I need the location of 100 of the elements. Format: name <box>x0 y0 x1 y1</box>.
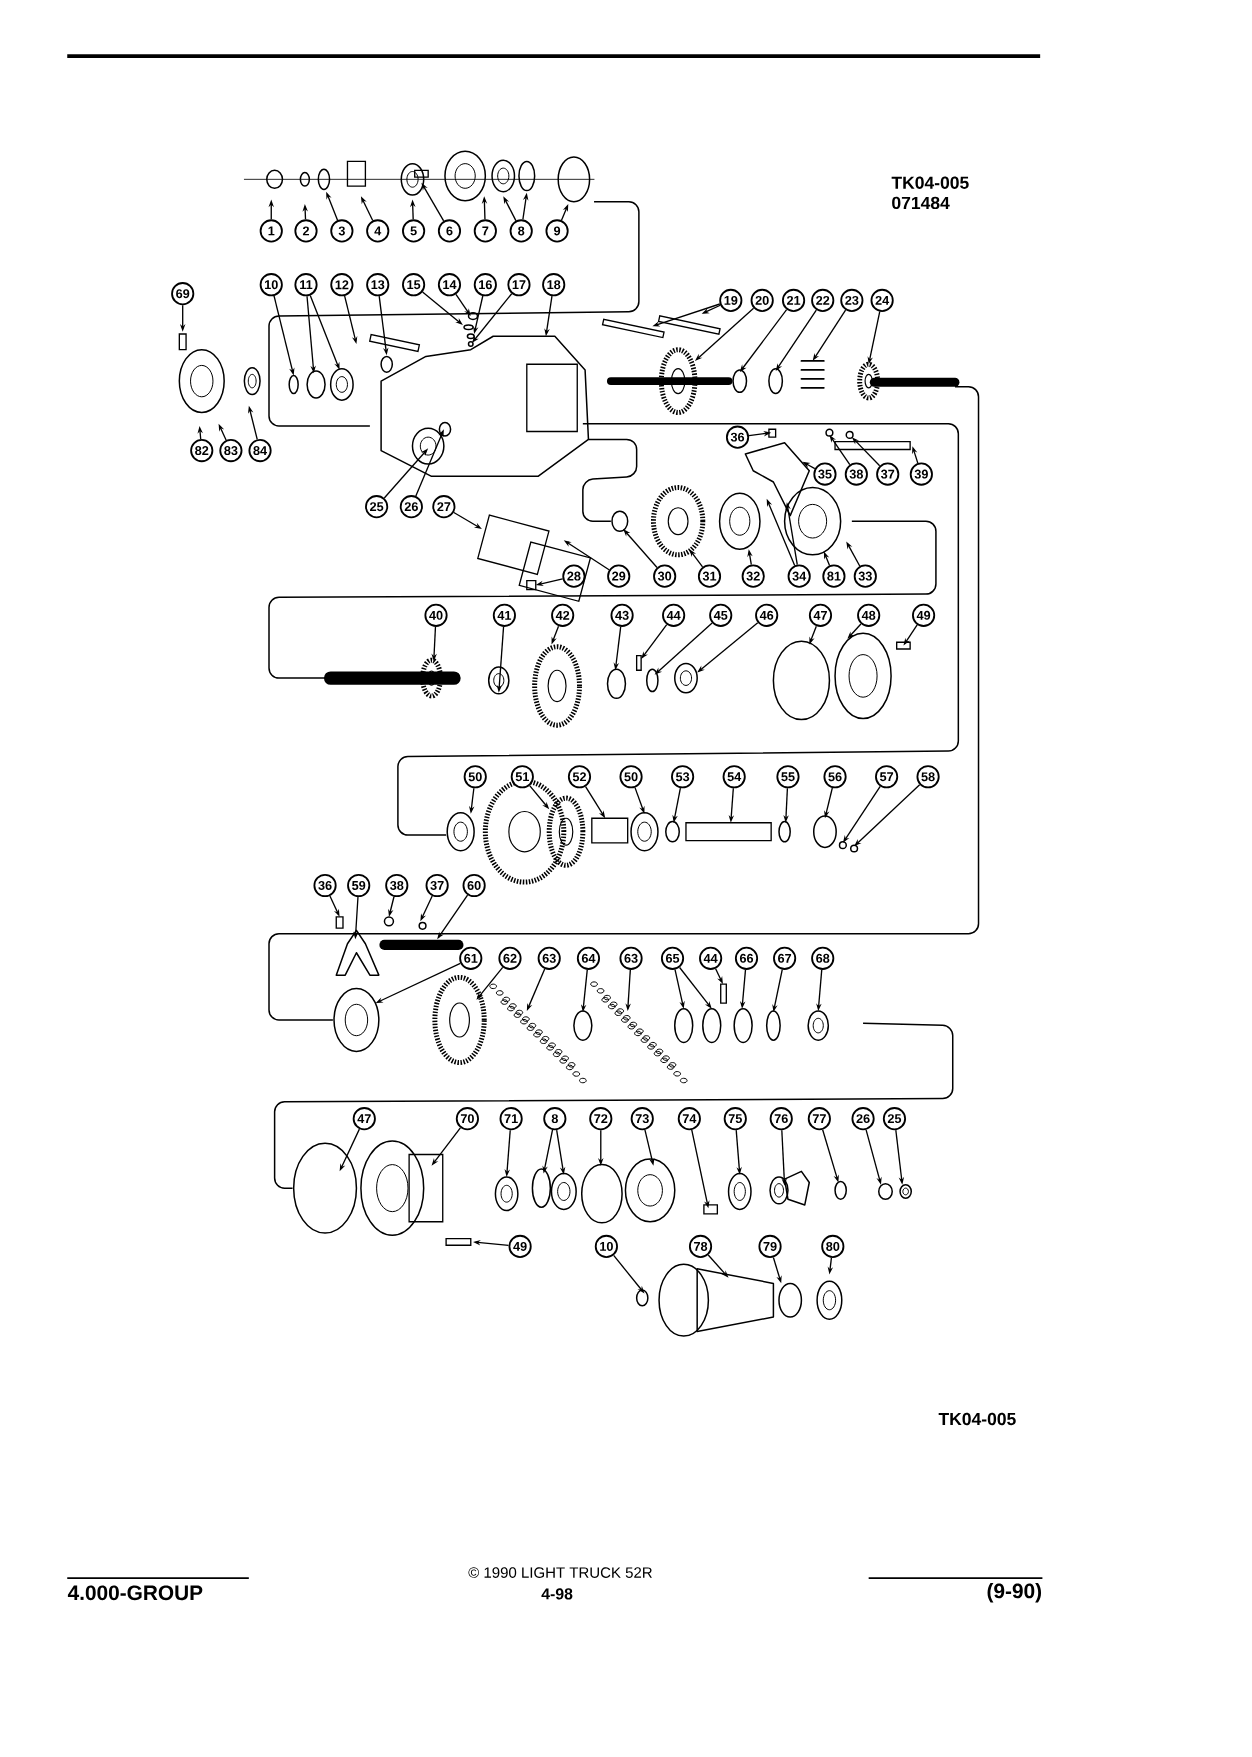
callout-number: 75 <box>723 1107 747 1131</box>
callout-number: 76 <box>769 1107 793 1131</box>
callout-number: 58 <box>916 765 940 789</box>
callout-number: 68 <box>811 946 835 970</box>
callout-number: 27 <box>432 495 456 519</box>
callout-number: 29 <box>607 564 631 588</box>
callout-number: 71 <box>499 1107 523 1131</box>
callout-number: 36 <box>313 873 337 898</box>
callout-number: 1 <box>259 219 283 243</box>
revision-date: (9-90) <box>987 1583 1042 1603</box>
callout-number: 49 <box>508 1234 532 1258</box>
callout-number: 3 <box>330 219 354 243</box>
callout-number: 44 <box>699 946 723 970</box>
callout-number: 37 <box>425 873 449 898</box>
callout-number: 24 <box>870 288 894 312</box>
callout-number: 60 <box>462 873 486 898</box>
callout-number: 23 <box>840 288 864 312</box>
callout-number: 70 <box>455 1107 479 1131</box>
callout-number: 45 <box>709 603 733 627</box>
callout-number: 19 <box>719 288 743 312</box>
callout-number: 25 <box>882 1107 907 1131</box>
callout-number: 35 <box>813 462 837 486</box>
callout-number: 81 <box>822 564 846 588</box>
callout-number: 5 <box>402 219 426 243</box>
callout-number: 74 <box>677 1107 701 1131</box>
callout-number: 77 <box>807 1107 831 1131</box>
callout-number: 48 <box>857 603 881 627</box>
callout-number: 9 <box>545 219 569 243</box>
callout-number: 61 <box>459 946 483 970</box>
date-code: 071484 <box>892 196 950 210</box>
callout-number: 79 <box>758 1234 782 1258</box>
callout-number: 26 <box>399 495 423 519</box>
callout-number: 25 <box>365 495 389 519</box>
callout-number: 33 <box>853 564 877 588</box>
callout-number: 26 <box>851 1107 875 1131</box>
callout-number: 82 <box>190 439 214 463</box>
callout-number: 51 <box>510 765 534 789</box>
callout-number: 6 <box>437 219 462 243</box>
callout-number: 11 <box>294 273 318 297</box>
callout-number: 59 <box>347 873 371 898</box>
callout-number: 28 <box>562 564 586 588</box>
callout-number: 14 <box>437 273 462 297</box>
callout-number: 78 <box>688 1234 713 1258</box>
callout-number: 72 <box>589 1107 613 1131</box>
callout-number: 83 <box>219 439 243 463</box>
page-number: 4-98 <box>541 1588 573 1600</box>
callout-number: 84 <box>248 439 272 463</box>
callout-number: 8 <box>509 219 533 243</box>
callout-number: 36 <box>725 425 750 449</box>
callout-number: 37 <box>876 462 900 486</box>
leader-line <box>623 529 658 569</box>
drawing-number: TK04-005 <box>938 1412 1016 1426</box>
callout-number: 13 <box>366 273 390 297</box>
copyright-line: © 1990 LIGHT TRUCK 52R <box>468 1567 652 1578</box>
callout-number: 63 <box>537 946 561 970</box>
callout-number: 44 <box>662 603 686 627</box>
callout-number: 52 <box>567 765 592 789</box>
callout-number: 39 <box>909 462 933 486</box>
section-title: 4.000-GROUP <box>67 1585 203 1601</box>
callout-number: 12 <box>330 273 354 297</box>
callout-number: 10 <box>594 1234 618 1258</box>
callout-number: 22 <box>811 288 835 312</box>
callout-number: 21 <box>782 288 806 312</box>
callout-number: 15 <box>402 273 426 297</box>
callout-number: 10 <box>259 273 283 297</box>
callout-number: 64 <box>576 946 601 970</box>
callout-number: 47 <box>808 603 833 627</box>
callout-number: 50 <box>463 765 487 789</box>
callout-number: 53 <box>671 765 695 789</box>
callout-number: 43 <box>610 603 634 627</box>
callout-number: 47 <box>352 1107 376 1131</box>
callout-number: 8 <box>543 1107 567 1131</box>
callout-number: 34 <box>787 564 811 588</box>
callout-number: 56 <box>823 765 847 789</box>
callout-number: 41 <box>492 603 516 627</box>
callout-number: 49 <box>912 603 936 627</box>
callout-number: 63 <box>619 946 643 970</box>
callout-number: 54 <box>722 765 746 789</box>
callout-number: 73 <box>630 1107 654 1131</box>
callout-number: 40 <box>424 603 448 627</box>
callout-number: 65 <box>660 946 685 970</box>
callout-number: 50 <box>619 765 643 789</box>
callout-number: 18 <box>542 273 566 297</box>
callout-number: 30 <box>653 564 677 588</box>
callout-number: 38 <box>385 873 409 898</box>
callout-number: 17 <box>507 273 531 297</box>
callout-number: 32 <box>741 564 765 588</box>
callout-number: 38 <box>844 462 868 486</box>
callout-number: 69 <box>171 282 195 306</box>
callout-number: 16 <box>473 273 497 297</box>
callout-number: 31 <box>697 564 722 588</box>
callout-number: 42 <box>551 603 575 627</box>
callout-number: 46 <box>755 603 779 627</box>
callout-number: 66 <box>734 946 759 970</box>
callout-number: 20 <box>750 288 774 312</box>
callout-number: 80 <box>821 1234 845 1258</box>
callout-number: 4 <box>366 219 390 243</box>
callout-number: 57 <box>875 765 899 789</box>
callout-number: 67 <box>773 946 797 970</box>
callout-number: 2 <box>294 219 318 243</box>
